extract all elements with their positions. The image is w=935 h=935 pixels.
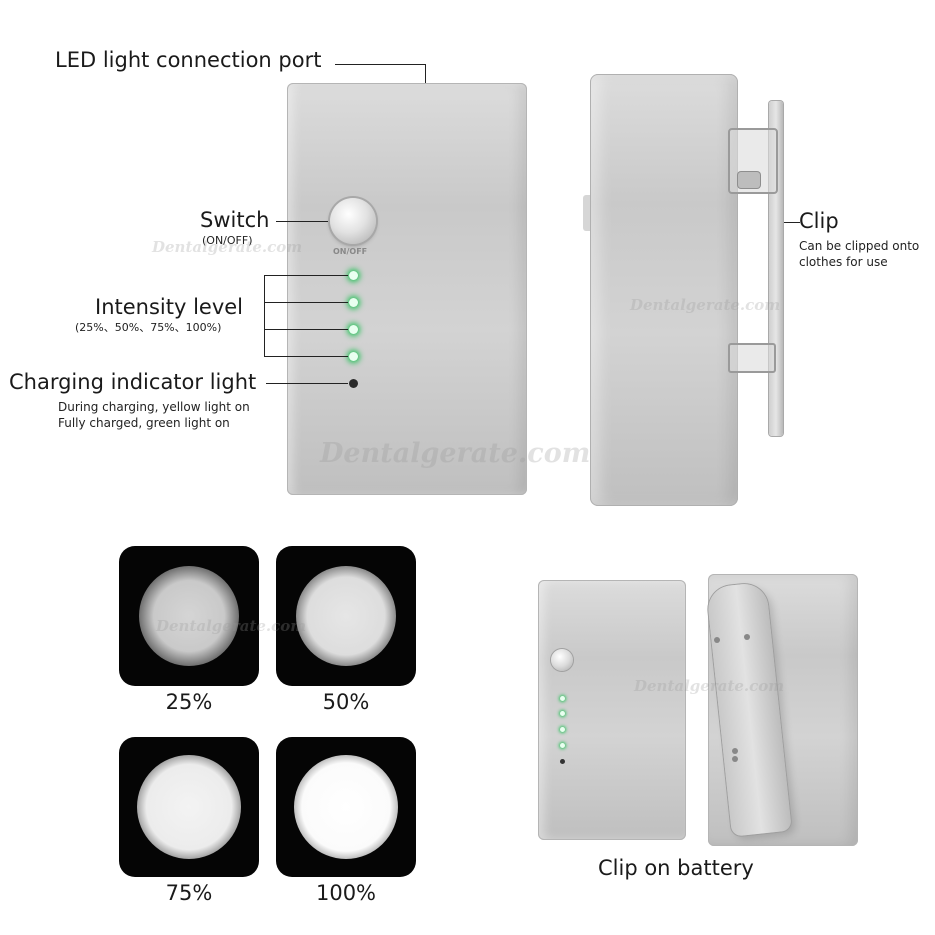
clip-on-battery-caption: Clip on battery (598, 856, 754, 880)
battery-body-front (287, 83, 527, 495)
watermark-top-right: Dentalgerate.com (630, 296, 781, 314)
intensity-led-4 (349, 352, 358, 361)
intensity-label-100: 100% (315, 881, 377, 905)
battery-body-side (590, 74, 738, 506)
charging-label: Charging indicator light (9, 370, 257, 394)
device-switch-text: ON/OFF (333, 247, 368, 256)
clip-screw-4 (732, 756, 738, 762)
clip-label: Clip (799, 209, 839, 233)
beam-spot-50 (296, 566, 396, 666)
charging-sublabel-1: During charging, yellow light on (58, 400, 250, 414)
intensity-leader-1 (264, 275, 348, 276)
battery-front-view: LED light connection port ON/OFF Switch … (0, 0, 560, 520)
led-port-leader-h (335, 64, 425, 65)
clip-on-battery-view: Clip on battery (520, 560, 935, 935)
clip-screw-3 (732, 748, 738, 754)
clip-screw-1 (714, 637, 720, 643)
watermark-top-left: Dentalgerate.com (152, 238, 303, 256)
charging-led-small (560, 759, 565, 764)
beam-sample-25 (119, 546, 259, 686)
intensity-leader-4 (264, 356, 348, 357)
intensity-label-50: 50% (322, 690, 370, 714)
intensity-led-small-4 (560, 743, 565, 748)
switch-leader (276, 221, 328, 222)
intensity-leader-2 (264, 302, 348, 303)
intensity-led-small-3 (560, 727, 565, 732)
beam-spot-100 (294, 755, 398, 859)
charging-indicator-led (349, 379, 358, 388)
switch-sublabel: (ON/OFF) (202, 234, 253, 247)
intensity-bracket-v (264, 275, 265, 356)
clip-sublabel-2: clothes for use (799, 255, 888, 269)
beam-spot-75 (137, 755, 241, 859)
watermark-bottom-left: Dentalgerate.com (156, 617, 307, 635)
switch-label: Switch (200, 208, 270, 232)
clip-leader (784, 222, 800, 223)
led-port-label: LED light connection port (55, 48, 322, 72)
beam-sample-100 (276, 737, 416, 877)
intensity-led-small-2 (560, 711, 565, 716)
watermark-center: Dentalgerate.com (320, 438, 591, 469)
intensity-led-small-1 (560, 696, 565, 701)
beam-spot-25 (139, 566, 239, 666)
led-port-leader-v (425, 64, 426, 84)
watermark-bottom-right: Dentalgerate.com (634, 677, 785, 695)
power-switch-button[interactable] (330, 198, 376, 244)
beam-sample-75 (119, 737, 259, 877)
intensity-led-3 (349, 325, 358, 334)
charging-sublabel-2: Fully charged, green light on (58, 416, 230, 430)
battery-side-view: Clip Can be clipped onto clothes for use (560, 0, 935, 520)
intensity-led-1 (349, 271, 358, 280)
clip-hinge-bottom (728, 343, 776, 373)
intensity-label: Intensity level (95, 295, 244, 319)
intensity-leader-3 (264, 329, 348, 330)
power-switch-small (551, 649, 573, 671)
beam-sample-50 (276, 546, 416, 686)
clip-screw-2 (744, 634, 750, 640)
intensity-label-25: 25% (165, 690, 213, 714)
clip-screw-top (738, 172, 760, 188)
intensity-label-75: 75% (165, 881, 213, 905)
intensity-sublabel: (25%、50%、75%、100%) (75, 321, 222, 334)
battery-front-small (538, 580, 686, 840)
intensity-led-2 (349, 298, 358, 307)
clip-sublabel-1: Can be clipped onto (799, 239, 920, 253)
charging-leader (266, 383, 348, 384)
side-button-bump (583, 195, 593, 231)
